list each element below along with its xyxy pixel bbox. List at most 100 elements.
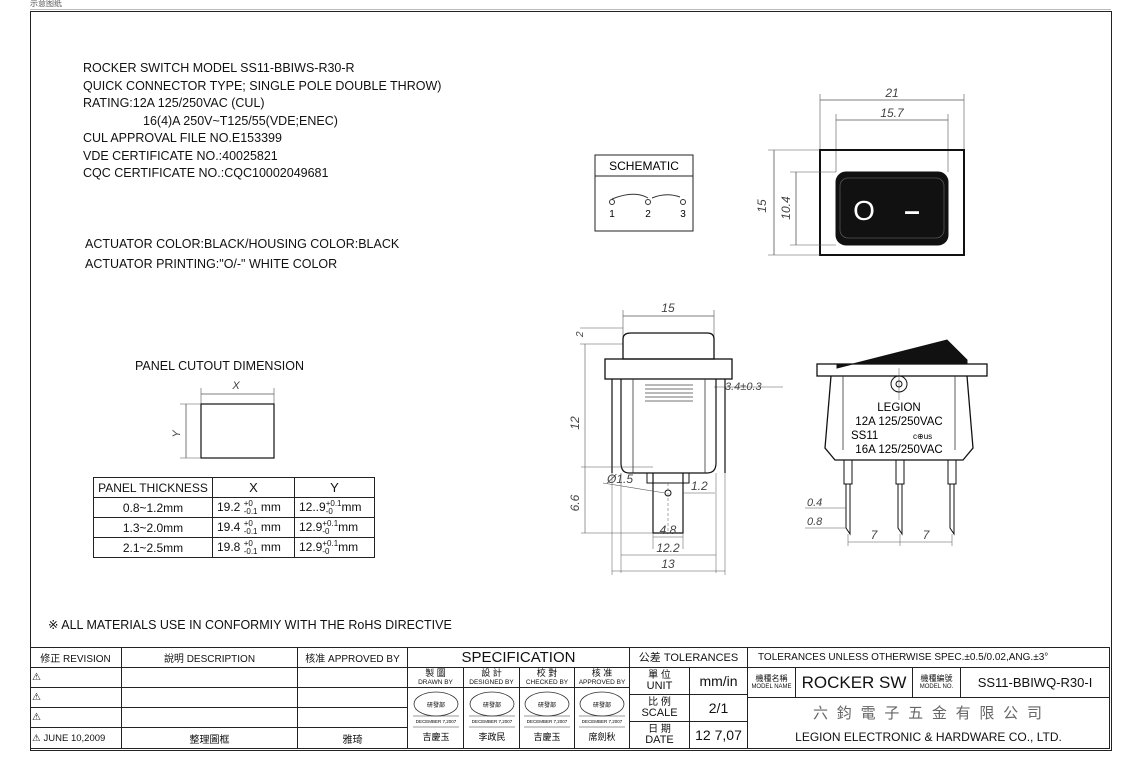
stamp-cell: 研發部 DECEMBER 7,2007 李政民 (464, 688, 520, 749)
dim-inner-height: 10.4 (779, 196, 793, 220)
rohs-note: ※ ALL MATERIALS USE IN CONFORMIY WITH TH… (48, 618, 452, 632)
title-block: 修正 REVISION 說明 DESCRIPTION 核准 APPROVED B… (30, 647, 1110, 749)
stamp-seal: 研發部 DECEMBER 7,2007 吉慶玉 (524, 691, 570, 742)
dim-front-08: 0.8 (807, 516, 823, 528)
company-cn: 六 鈞 電 子 五 金 有 限 公 司 (813, 703, 1044, 722)
table-header: PANEL THICKNESS (93, 477, 213, 498)
thickness-cell: 1.3~2.0mm (93, 517, 213, 538)
spec-line: RATING:12A 125/250VAC (CUL) (83, 96, 265, 110)
dim-side-top: 15 (661, 301, 675, 315)
tolerances-header: 公差 TOLERANCES (630, 647, 748, 668)
panel-thickness-table: PANEL THICKNESS X Y 0.8~1.2mm 19.2 +0-0.… (93, 477, 375, 558)
dim-side-66: 6.6 (568, 494, 582, 511)
model-no-value: SS11-BBIWQ-R30-I (961, 668, 1110, 698)
dim-front-7a: 7 (871, 528, 879, 542)
stamp-seal: 研發部 DECEMBER 7,2007 席劍秋 (579, 691, 625, 742)
stamp-org: 研發部 (426, 701, 444, 709)
stamp-signature: 李政民 (478, 731, 505, 742)
stamp-org: 研發部 (593, 701, 611, 709)
stamp-signature: 席劍秋 (588, 731, 615, 742)
approved-cell: 雅琦 (298, 728, 408, 749)
front-label: c⊕us (913, 432, 932, 441)
off-symbol: – (904, 195, 920, 226)
description-cell: 整理圖框 (122, 728, 298, 749)
dim-side-12b: 1.2 (691, 479, 708, 493)
cutout-y-label: Y (171, 430, 183, 438)
company-en: LEGION ELECTRONIC & HARDWARE CO., LTD. (795, 730, 1062, 745)
approved-cell (298, 708, 408, 728)
x-cell: 19.4 +0-0.1 mm (212, 517, 295, 538)
description-cell (122, 668, 298, 688)
table-header: X (212, 477, 295, 498)
stamp-cell: 研發部 DECEMBER 7,2007 席劍秋 (575, 688, 630, 749)
revision-cell: ⚠ (30, 708, 122, 728)
dim-side-12: 12 (568, 416, 582, 430)
dim-side-15: Ø1.5 (606, 472, 633, 486)
front-label: SS11 (851, 430, 878, 442)
front-label: 12A 125/250VAC (855, 416, 942, 428)
schematic-pin: 1 (609, 209, 615, 220)
schematic-pin: 3 (680, 209, 686, 220)
description-cell (122, 688, 298, 708)
x-cell: 19.2 +0-0.1 mm (212, 497, 295, 518)
color-line: ACTUATOR COLOR:BLACK/HOUSING COLOR:BLACK (85, 237, 400, 251)
schematic-title: SCHEMATIC (609, 159, 679, 173)
front-view-drawing: LEGION 12A 125/250VAC SS11 c⊕us 16A 125/… (805, 339, 988, 546)
tolerances-note: TOLERANCES UNLESS OTHERWISE SPEC.±0.5/0.… (748, 647, 1110, 668)
stamp-cell: 研發部 DECEMBER 7,2007 吉慶玉 (520, 688, 575, 749)
drawing-frame (30, 11, 1112, 751)
stamp-date: DECEMBER 7,2007 (415, 719, 456, 724)
dim-outer-width: 21 (884, 86, 898, 100)
stamp-signature: 吉慶玉 (533, 731, 560, 742)
thickness-cell: 2.1~2.5mm (93, 537, 213, 558)
stamp-seal: 研發部 DECEMBER 7,2007 吉慶玉 (412, 691, 459, 742)
top-divider (30, 9, 1111, 10)
spec-text: ROCKER SWITCH MODEL SS11-BBIWS-R30-R QUI… (83, 60, 441, 183)
dim-side-122: 12.2 (656, 541, 680, 555)
spec-line: ROCKER SWITCH MODEL SS11-BBIWS-R30-R (83, 61, 355, 75)
cutout-x-label: X (231, 380, 240, 392)
scale-value: 2/1 (690, 695, 748, 722)
revision-cell: ⚠ JUNE 10,2009 (30, 728, 122, 749)
spec-line: VDE CERTIFICATE NO.:40025821 (83, 148, 278, 163)
stamp-seal: 研發部 DECEMBER 7,2007 李政民 (468, 691, 515, 742)
panel-cutout-drawing: X Y (171, 380, 275, 459)
spec-line: CQC CERTIFICATE NO.:CQC10002049681 (83, 166, 329, 180)
description-cell (122, 708, 298, 728)
dim-side-48: 4.8 (660, 523, 677, 537)
x-cell: 19.8 +0-0.1 mm (212, 537, 295, 558)
color-text: ACTUATOR COLOR:BLACK/HOUSING COLOR:BLACK… (85, 234, 399, 274)
dim-front-04: 0.4 (807, 497, 822, 509)
color-line: ACTUATOR PRINTING:"O/-" WHITE COLOR (85, 257, 338, 271)
dim-outer-height: 15 (755, 199, 769, 213)
schematic-diagram: SCHEMATIC 1 2 3 (594, 154, 694, 232)
front-label: LEGION (877, 402, 920, 414)
spec-line: QUICK CONNECTOR TYPE; SINGLE POLE DOUBLE… (83, 78, 442, 93)
schematic-pin: 2 (645, 209, 651, 220)
approved-header: 核准 APPROVED BY (298, 647, 408, 668)
front-label: 16A 125/250VAC (855, 444, 942, 456)
top-view-drawing: 21 15.7 O – 15 10.4 (755, 86, 965, 256)
top-label: 示意图纸 (30, 0, 62, 8)
stamp-date: DECEMBER 7,2007 (582, 719, 623, 724)
stamp-date: DECEMBER 7,2007 (527, 719, 568, 724)
top-strip: 示意图纸 (0, 0, 1125, 9)
spec-line: CUL APPROVAL FILE NO.E153399 (83, 131, 282, 145)
stamp-org: 研發部 (482, 701, 500, 709)
stamp-signature: 吉慶玉 (422, 731, 449, 742)
panel-cutout-title: PANEL CUTOUT DIMENSION (135, 359, 305, 373)
dim-inner-width: 15.7 (880, 106, 905, 120)
model-name-value: ROCKER SW (796, 668, 913, 698)
